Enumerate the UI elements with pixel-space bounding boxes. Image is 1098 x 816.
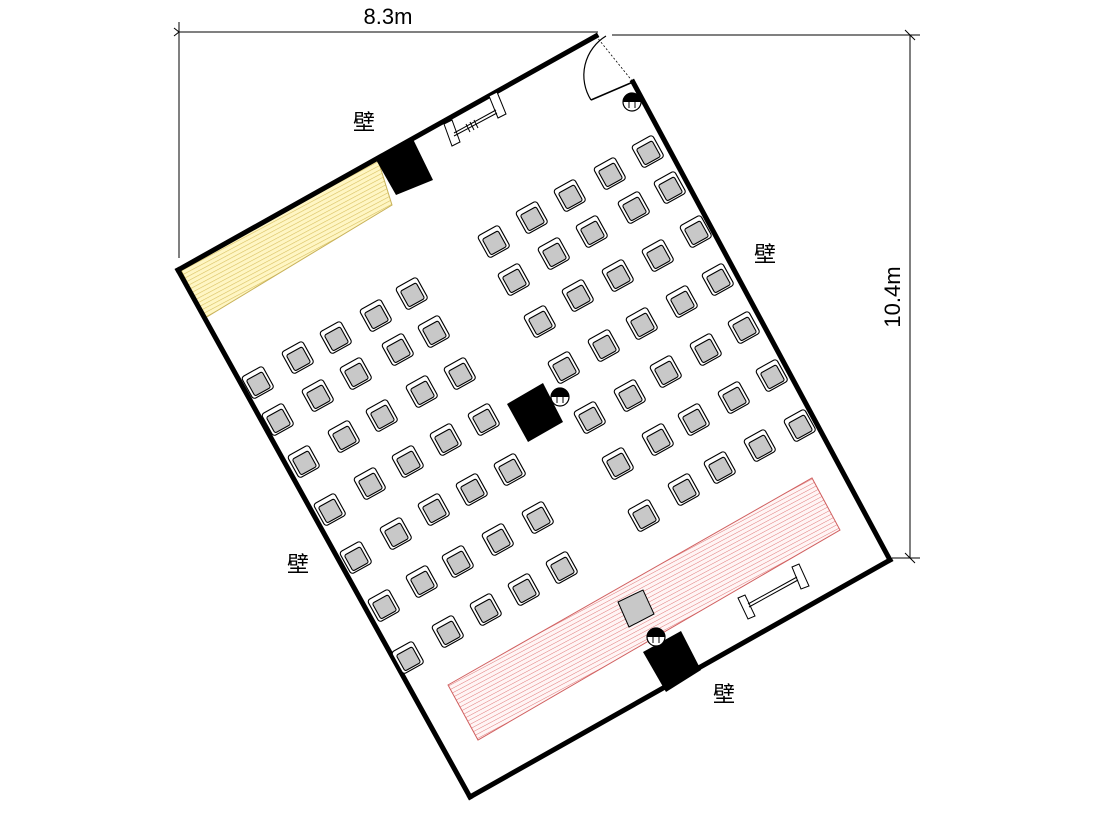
- chair-icon: [241, 366, 274, 399]
- chair-icon: [701, 263, 734, 296]
- chair-group: [241, 135, 816, 674]
- outlet-icon-3: [646, 627, 666, 647]
- wall-label-bottom: 壁: [713, 683, 735, 708]
- chair-icon: [641, 423, 674, 456]
- chair-icon: [339, 357, 372, 390]
- chair-icon: [743, 429, 776, 462]
- chair-icon: [391, 641, 424, 674]
- chair-icon: [493, 453, 526, 486]
- chair-icon: [405, 565, 438, 598]
- chair-icon: [627, 499, 660, 532]
- chair-icon: [477, 225, 510, 258]
- podium-icon: [617, 589, 655, 628]
- chair-icon: [497, 263, 530, 296]
- chair-icon: [379, 517, 412, 550]
- yellow-hatch-zone: [179, 159, 393, 319]
- chair-icon: [575, 215, 608, 248]
- chair-icon: [703, 451, 736, 484]
- chair-icon: [593, 157, 626, 190]
- chair-icon: [353, 467, 386, 500]
- dimension-width: 8.3m: [173, 4, 598, 258]
- chair-icon: [301, 379, 334, 412]
- chair-icon: [601, 259, 634, 292]
- width-label: 8.3m: [364, 4, 413, 29]
- chair-icon: [521, 501, 554, 534]
- chair-icon: [553, 179, 586, 212]
- chair-icon: [649, 355, 682, 388]
- chair-icon: [455, 473, 488, 506]
- chair-icon: [359, 299, 392, 332]
- chair-icon: [717, 381, 750, 414]
- chair-icon: [429, 423, 462, 456]
- chair-icon: [467, 403, 500, 436]
- chair-icon: [417, 315, 450, 348]
- door-icon[interactable]: [583, 35, 634, 101]
- chair-icon: [665, 285, 698, 318]
- chair-icon: [287, 445, 320, 478]
- chair-icon: [261, 403, 294, 436]
- chair-icon: [469, 593, 502, 626]
- chair-icon: [395, 277, 428, 310]
- chair-icon: [431, 615, 464, 648]
- chair-icon: [537, 237, 570, 270]
- chair-icon: [677, 403, 710, 436]
- chair-icon: [689, 333, 722, 366]
- chair-icon: [561, 279, 594, 312]
- chair-icon: [405, 375, 438, 408]
- chair-icon: [367, 589, 400, 622]
- chair-icon: [327, 420, 360, 453]
- chair-icon: [319, 321, 352, 354]
- whiteboard-icon-2: [737, 563, 810, 620]
- chair-icon: [391, 445, 424, 478]
- chair-icon: [573, 401, 606, 434]
- chair-icon: [441, 545, 474, 578]
- chair-icon: [653, 171, 686, 204]
- chair-icon: [641, 239, 674, 272]
- chair-icon: [547, 351, 580, 384]
- chair-icon: [631, 135, 664, 168]
- chair-icon: [617, 191, 650, 224]
- chair-icon: [281, 341, 314, 374]
- wall-label-right: 壁: [754, 243, 776, 268]
- chair-icon: [545, 551, 578, 584]
- chair-icon: [507, 573, 540, 606]
- chair-icon: [727, 311, 760, 344]
- chair-icon: [679, 215, 712, 248]
- chair-icon: [601, 447, 634, 480]
- chair-icon: [523, 305, 556, 338]
- wall-label-left: 壁: [287, 553, 309, 578]
- chair-icon: [381, 333, 414, 366]
- chair-icon: [667, 473, 700, 506]
- chair-icon: [783, 409, 816, 442]
- chair-icon: [587, 329, 620, 362]
- wall-label-top: 壁: [353, 111, 375, 136]
- whiteboard-icon: [443, 91, 507, 147]
- dimension-height: 10.4m: [612, 29, 920, 564]
- chair-icon: [625, 307, 658, 340]
- chair-icon: [443, 357, 476, 390]
- chair-icon: [515, 201, 548, 234]
- chair-icon: [755, 359, 788, 392]
- chair-icon: [481, 523, 514, 556]
- chair-icon: [313, 493, 346, 526]
- pillar-top: [375, 137, 433, 195]
- outlet-icon: [622, 92, 642, 112]
- chair-icon: [365, 399, 398, 432]
- pillar-center: [507, 383, 563, 442]
- height-label: 10.4m: [880, 266, 905, 327]
- chair-icon: [339, 541, 372, 574]
- chair-icon: [417, 493, 450, 526]
- chair-icon: [613, 379, 646, 412]
- outlet-icon-2: [550, 387, 570, 407]
